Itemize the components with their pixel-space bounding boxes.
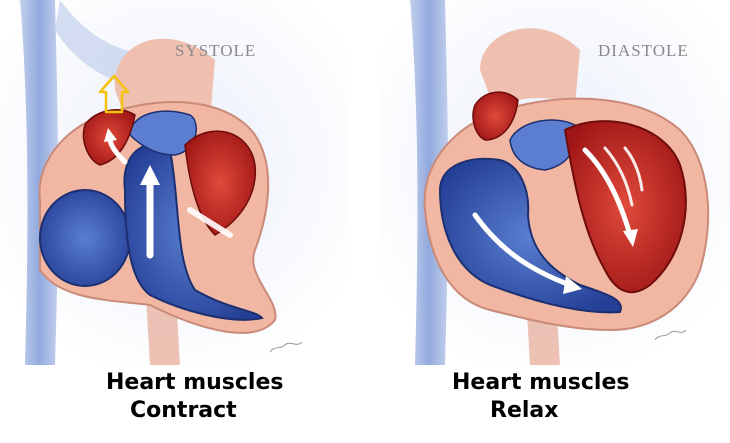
flow-arrow-left-filling-2 <box>603 146 634 207</box>
flow-arrowhead-right-filling <box>563 276 582 294</box>
systole-label: SYSTOLE <box>175 41 256 60</box>
flow-arrowhead-pulmonary <box>140 165 160 185</box>
diastole-caption-line2: Relax <box>490 398 559 423</box>
flow-arrow-left-filling-1 <box>582 147 633 238</box>
pulmonary-artery <box>129 110 197 156</box>
right-atrium <box>39 189 131 287</box>
flow-arrow-right-filling <box>472 212 573 288</box>
diastole-heart-illustration: DIASTOLE <box>380 0 730 365</box>
right-ventricle <box>438 157 622 314</box>
diastole-panel: DIASTOLE <box>380 0 730 365</box>
systole-heart-illustration: SYSTOLE <box>0 0 350 365</box>
flow-arrowhead-aortic <box>104 128 117 142</box>
aortic-arch <box>480 28 580 111</box>
systole-caption-line2: Contract <box>130 398 237 423</box>
systole-panel: SYSTOLE <box>0 0 350 365</box>
flow-arrow-left-filling-3 <box>623 146 644 192</box>
artist-signature <box>269 341 303 353</box>
flow-arrowhead-left-filling-1 <box>623 229 638 247</box>
diastole-label: DIASTOLE <box>598 41 689 60</box>
ejection-arrow-icon <box>98 74 130 114</box>
left-ventricle <box>184 130 257 236</box>
diastole-caption-line1: Heart muscles <box>452 370 630 395</box>
systole-caption-line1: Heart muscles <box>106 370 284 395</box>
aorta-root <box>472 91 519 141</box>
artist-signature <box>654 329 687 341</box>
flow-arrow-lv-outflow <box>187 207 233 238</box>
